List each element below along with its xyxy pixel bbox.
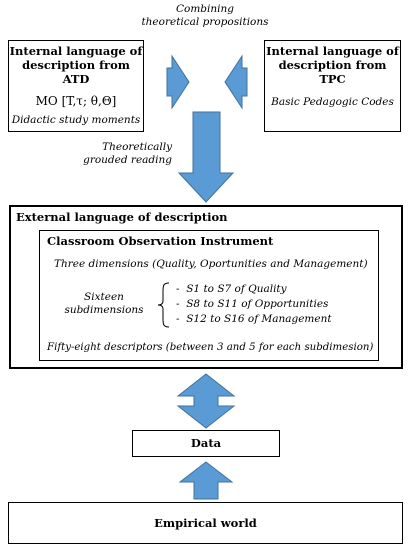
tpc-subtitle: Basic Pedagogic Codes <box>271 96 394 108</box>
data-box-label: Data <box>190 436 222 450</box>
tpc-box-title-line2: description from TPC <box>278 58 387 86</box>
subdimension-item: - S8 to S11 of Opportunities <box>176 298 329 310</box>
down-arrow-icon <box>177 111 235 203</box>
reading-caption-line2: grouded reading <box>83 154 172 166</box>
subdimension-item-text: S12 to S16 of Management <box>186 313 332 325</box>
tpc-box-title: Internal language of description from TP… <box>265 44 400 86</box>
subdimensions-label: Sixteen subdimensions <box>54 291 154 317</box>
tpc-internal-language-box: Internal language of description from TP… <box>264 40 401 132</box>
atd-box-title-line2: description from ATD <box>22 58 130 86</box>
up-arrow-icon <box>178 461 234 500</box>
combining-caption: Combining theoretical propositions <box>120 3 290 29</box>
subdimension-item-text: S1 to S7 of Quality <box>186 283 287 295</box>
up-down-arrow-icon <box>176 373 236 429</box>
subdimensions-brace <box>157 282 170 328</box>
empirical-world-label: Empirical world <box>154 516 257 530</box>
classroom-observation-instrument-box: Classroom Observation Instrument Three d… <box>39 230 379 361</box>
combining-caption-line2: theoretical propositions <box>141 16 269 28</box>
atd-box-title-line1: Internal language of <box>9 44 143 58</box>
instrument-descriptors: Fifty-eight descriptors (between 3 and 5… <box>47 342 374 353</box>
reading-caption: Theoretically grouded reading <box>80 141 172 167</box>
reading-caption-line1: Theoretically <box>102 141 172 153</box>
atd-internal-language-box: Internal language of description from AT… <box>8 40 144 132</box>
subdimension-item: - S1 to S7 of Quality <box>176 283 287 295</box>
atd-subtitle: Didactic study moments <box>11 114 141 126</box>
external-language-box: External language of description Classro… <box>9 205 403 369</box>
instrument-title: Classroom Observation Instrument <box>47 234 274 248</box>
subdimension-item: - S12 to S16 of Management <box>176 313 332 325</box>
subdimension-item-text: S8 to S11 of Opportunities <box>186 298 329 310</box>
subdimensions-label-line2: subdimensions <box>64 304 144 316</box>
combining-caption-line1: Combining <box>176 3 234 15</box>
empirical-world-box: Empirical world <box>8 502 403 544</box>
right-arrow-icon <box>166 54 190 110</box>
external-box-title: External language of description <box>16 210 228 224</box>
left-arrow-icon <box>224 54 248 110</box>
data-box: Data <box>132 430 280 457</box>
atd-formula: MO [T,τ; θ,Θ] <box>35 94 117 108</box>
instrument-dimensions: Three dimensions (Quality, Oportunities … <box>54 258 368 270</box>
subdimensions-list: - S1 to S7 of Quality - S8 to S11 of Opp… <box>176 282 332 327</box>
tpc-box-title-line1: Internal language of <box>266 44 399 58</box>
subdimensions-label-line1: Sixteen <box>84 291 124 303</box>
atd-box-title: Internal language of description from AT… <box>9 44 143 86</box>
